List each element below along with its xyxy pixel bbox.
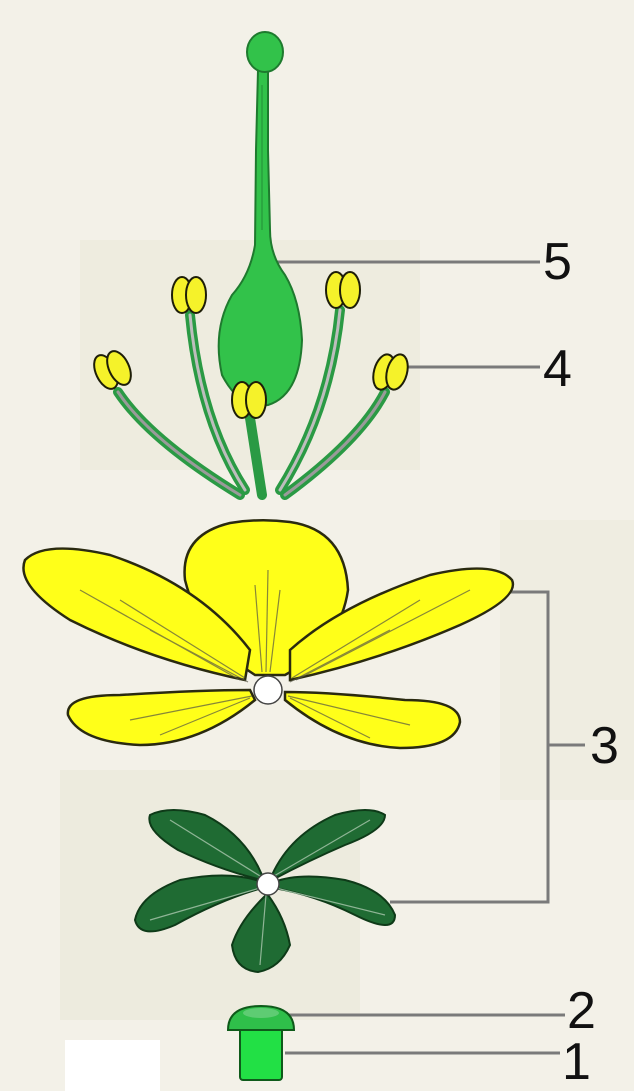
label-1: 1 [562, 1036, 591, 1088]
scan-patch [65, 1040, 160, 1091]
petal-lower-right [285, 692, 460, 748]
label-4: 4 [543, 343, 572, 395]
label-3: 3 [590, 720, 619, 772]
petal-lower-left [68, 690, 255, 745]
label-5: 5 [543, 236, 572, 288]
calyx-center [257, 873, 279, 895]
label-2: 2 [567, 985, 596, 1037]
pistil [219, 32, 302, 406]
stigma [247, 32, 283, 72]
anther-center [232, 382, 266, 418]
corolla-center [254, 676, 282, 704]
corolla [23, 520, 512, 748]
anther-upper-right [326, 272, 360, 308]
receptacle [228, 1006, 294, 1080]
anther-upper-left [172, 277, 206, 313]
